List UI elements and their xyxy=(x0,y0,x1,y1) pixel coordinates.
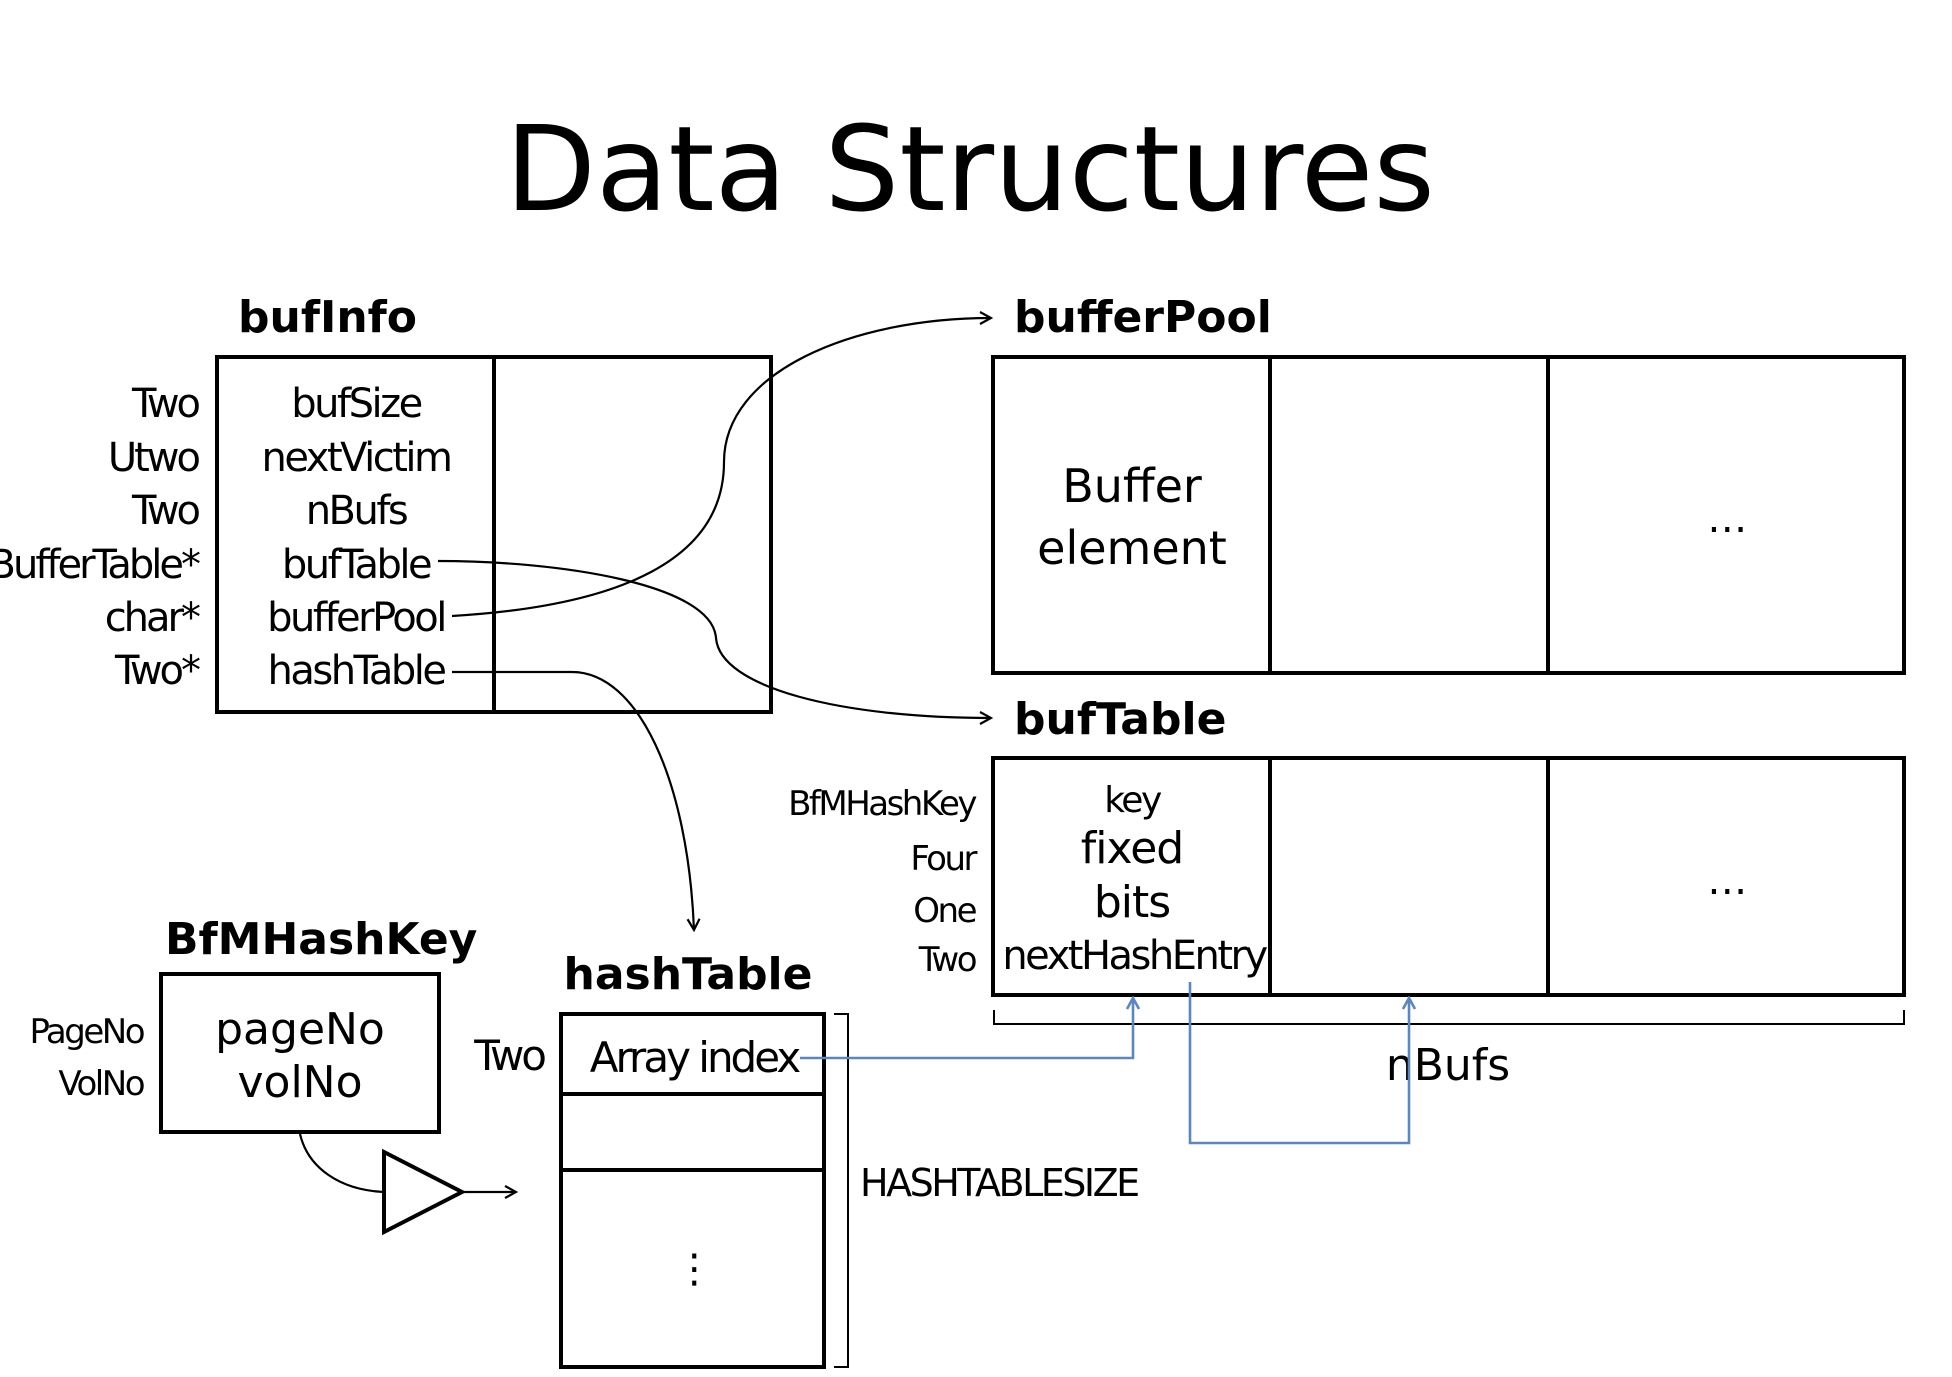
bufinfo-type: Two xyxy=(131,381,200,427)
bufinfo-field: bufferPool xyxy=(267,595,445,641)
buftable-struct: bufTable BfMHashKey Four One Two key fix… xyxy=(788,694,1906,1091)
bfmhashkey-struct: BfMHashKey PageNo VolNo pageNo volNo xyxy=(29,914,477,1134)
bufferpool-ellipsis: … xyxy=(1707,496,1745,542)
buftable-box xyxy=(991,756,1906,997)
bufinfo-type: char* xyxy=(105,595,200,641)
bufinfo-struct: bufInfo Two Utwo Two BufferTable* char* … xyxy=(0,292,773,714)
bufinfo-heading: bufInfo xyxy=(238,292,417,343)
buffer-element-label: Buffer xyxy=(1062,459,1202,513)
array-index-link xyxy=(800,998,1133,1060)
buftable-field: bits xyxy=(1094,877,1170,928)
hashtablesize-label: HASHTABLESIZE xyxy=(860,1161,1138,1205)
bufinfo-type: BufferTable* xyxy=(0,542,200,588)
bufferpool-pointer-arrow xyxy=(451,318,991,618)
bfmhashkey-box xyxy=(159,972,441,1134)
hashtable-box xyxy=(559,1012,826,1369)
bfmhashkey-field: pageNo xyxy=(215,1004,385,1055)
hash-function-triangle-icon xyxy=(382,1148,467,1236)
hashtable-struct: hashTable Two Array index ⋮ HASHTABLESIZ… xyxy=(473,949,1141,1369)
buftable-field: fixed xyxy=(1081,823,1183,874)
bufferpool-struct: bufferPool Buffer element … xyxy=(991,292,1906,675)
hashtable-type: Two xyxy=(473,1031,545,1080)
buftable-type: One xyxy=(913,891,976,931)
bufinfo-field: bufTable xyxy=(282,542,431,588)
buftable-heading: bufTable xyxy=(1014,694,1226,745)
bufferpool-heading: bufferPool xyxy=(1014,292,1272,343)
bfmhashkey-field: volNo xyxy=(237,1057,362,1108)
bfmhashkey-type: VolNo xyxy=(58,1064,143,1104)
hash-input-link xyxy=(298,1133,385,1194)
bufinfo-field: nBufs xyxy=(306,488,407,534)
bufinfo-field: hashTable xyxy=(268,648,446,694)
page-title: Data Structures xyxy=(505,100,1435,238)
bufferpool-box xyxy=(991,355,1906,675)
bufinfo-type: Two* xyxy=(114,648,200,694)
bufinfo-field: nextVictim xyxy=(262,435,451,481)
bufinfo-field: bufSize xyxy=(291,381,421,427)
buftable-type: Four xyxy=(910,839,977,879)
nbufs-label: nBufs xyxy=(1386,1040,1510,1091)
hash-function xyxy=(298,1133,516,1236)
hashtable-heading: hashTable xyxy=(564,949,813,1000)
buftable-field: nextHashEntry xyxy=(1002,933,1267,979)
buftable-ellipsis: … xyxy=(1707,858,1745,904)
buftable-type: BfMHashKey xyxy=(788,784,977,824)
next-hash-entry-link xyxy=(1188,982,1409,1145)
buftable-field: key xyxy=(1104,780,1162,821)
buffer-element-label: element xyxy=(1037,521,1227,575)
buftable-type: Two xyxy=(918,940,976,980)
hashtable-first-cell: Array index xyxy=(590,1033,801,1082)
bufinfo-type: Utwo xyxy=(108,435,200,481)
hashtable-ellipsis: ⋮ xyxy=(674,1246,712,1292)
buftable-pointer-arrow xyxy=(437,559,991,718)
bfmhashkey-heading: BfMHashKey xyxy=(165,914,477,965)
hashtable-pointer-arrow xyxy=(452,670,694,930)
bfmhashkey-type: PageNo xyxy=(29,1012,143,1052)
hashtablesize-brace xyxy=(834,1013,849,1368)
bufinfo-type: Two xyxy=(131,488,200,534)
nbufs-brace xyxy=(993,1010,1905,1025)
